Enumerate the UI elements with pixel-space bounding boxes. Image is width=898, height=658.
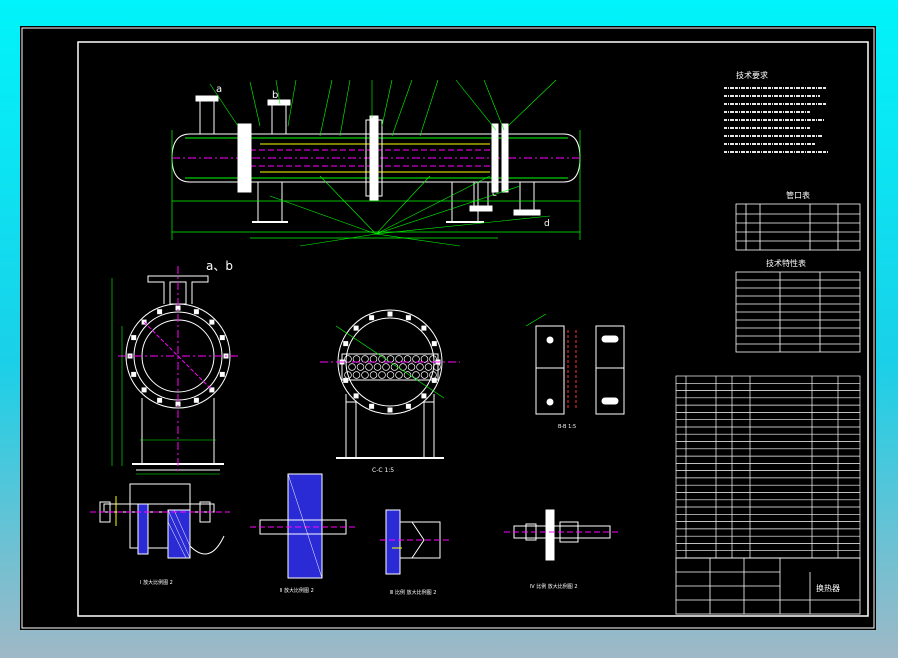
tube-hole <box>412 371 420 379</box>
tube-hole <box>412 355 420 363</box>
shell-body <box>171 133 581 183</box>
spec-table-title: 技术特性表 <box>766 258 806 268</box>
nozzle-table-title: 管口表 <box>786 190 810 200</box>
flange-bolt <box>141 387 147 393</box>
tube-hole <box>361 355 369 363</box>
technical-requirements: 技术要求 <box>724 70 828 153</box>
tube-hole <box>373 363 382 371</box>
tube-hole <box>386 355 395 363</box>
nozzle-table: 管口表 <box>735 190 861 251</box>
section-bb-view <box>525 313 625 415</box>
tube-hole <box>424 363 433 371</box>
flange-bolt <box>131 335 137 341</box>
tube-hole <box>403 355 412 363</box>
nozzle-b-label: b <box>272 90 278 101</box>
tube-hole <box>369 371 378 379</box>
section-bb-label: B-B 1:5 <box>558 424 576 430</box>
flange-bolt <box>387 311 393 317</box>
nozzle-a-label: a <box>216 84 222 95</box>
flange-bolt <box>421 393 427 399</box>
nozzle-d-label: d <box>544 219 550 229</box>
section-ab-view <box>111 266 238 475</box>
flange-bolt <box>131 371 137 377</box>
flange-bolt <box>431 341 437 347</box>
tube-hole <box>361 371 369 379</box>
tube-hole <box>348 363 356 371</box>
exchanger-drawing: a b c d 技术要求 管口表 技术特性表 <box>21 27 875 629</box>
title-block: 换热器 <box>675 557 861 615</box>
inner-frame <box>77 41 869 617</box>
section-cc-view <box>320 309 460 459</box>
detail-III-label: Ⅲ 比例 放大比例图 2 <box>390 589 436 596</box>
tube-hole <box>352 371 361 379</box>
flange-bolt <box>421 325 427 331</box>
tube-hole <box>395 355 403 363</box>
detail-I-label: Ⅰ 放大比例图 2 <box>140 579 173 586</box>
tube-hole <box>420 371 429 379</box>
nozzle-c-label: c <box>492 189 497 199</box>
flange-bolt <box>343 341 349 347</box>
detail-I-view <box>90 483 230 559</box>
parts-list <box>675 375 861 559</box>
flange-bolt <box>157 309 163 315</box>
detail-III-view <box>380 509 450 575</box>
flange-bolt <box>369 403 375 409</box>
main-elevation-view <box>171 79 581 247</box>
flange-bolt <box>175 305 181 311</box>
outer-frame <box>21 27 875 629</box>
flange-bolt <box>353 393 359 399</box>
tube-hole <box>429 371 437 379</box>
flange-bolt <box>193 397 199 403</box>
tube-hole <box>352 355 361 363</box>
tube-hole <box>365 363 373 371</box>
detail-II-view <box>250 473 356 579</box>
tube-hole <box>429 355 437 363</box>
detail-IV-label: Ⅳ 比例 放大比例图 2 <box>530 583 578 590</box>
tube-hole <box>378 371 386 379</box>
tube-hole <box>356 363 365 371</box>
flange-bolt <box>157 397 163 403</box>
tube-hole <box>390 363 399 371</box>
flange-bolt <box>405 315 411 321</box>
flange-bolt <box>219 335 225 341</box>
flange-bolt <box>405 403 411 409</box>
flange-bolt <box>175 401 181 407</box>
flange-bolt <box>219 371 225 377</box>
flange-bolt <box>193 309 199 315</box>
tube-hole <box>395 371 403 379</box>
tube-hole <box>403 371 412 379</box>
detail-IV-view <box>504 509 620 561</box>
flange-bolt <box>209 319 215 325</box>
tube-hole <box>407 363 416 371</box>
flange-bolt <box>387 407 393 413</box>
tube-hole <box>386 371 395 379</box>
flange-bolt <box>353 325 359 331</box>
detail-II-label: Ⅱ 放大比例图 2 <box>280 587 314 594</box>
section-cc-label: C-C 1:5 <box>372 467 394 474</box>
section-ab-label: a、b <box>206 259 233 273</box>
tube-hole <box>369 355 378 363</box>
tube-hole <box>433 363 441 371</box>
spec-table: 技术特性表 <box>735 258 861 353</box>
tube-hole <box>420 355 429 363</box>
tube-hole <box>416 363 424 371</box>
tech-requirements-title: 技术要求 <box>736 70 768 80</box>
cad-drawing-canvas: a b c d 技术要求 管口表 技术特性表 <box>20 26 876 630</box>
flange-bolt <box>369 315 375 321</box>
tube-hole <box>344 371 352 379</box>
title-block-name: 换热器 <box>816 583 840 593</box>
tube-hole <box>382 363 390 371</box>
